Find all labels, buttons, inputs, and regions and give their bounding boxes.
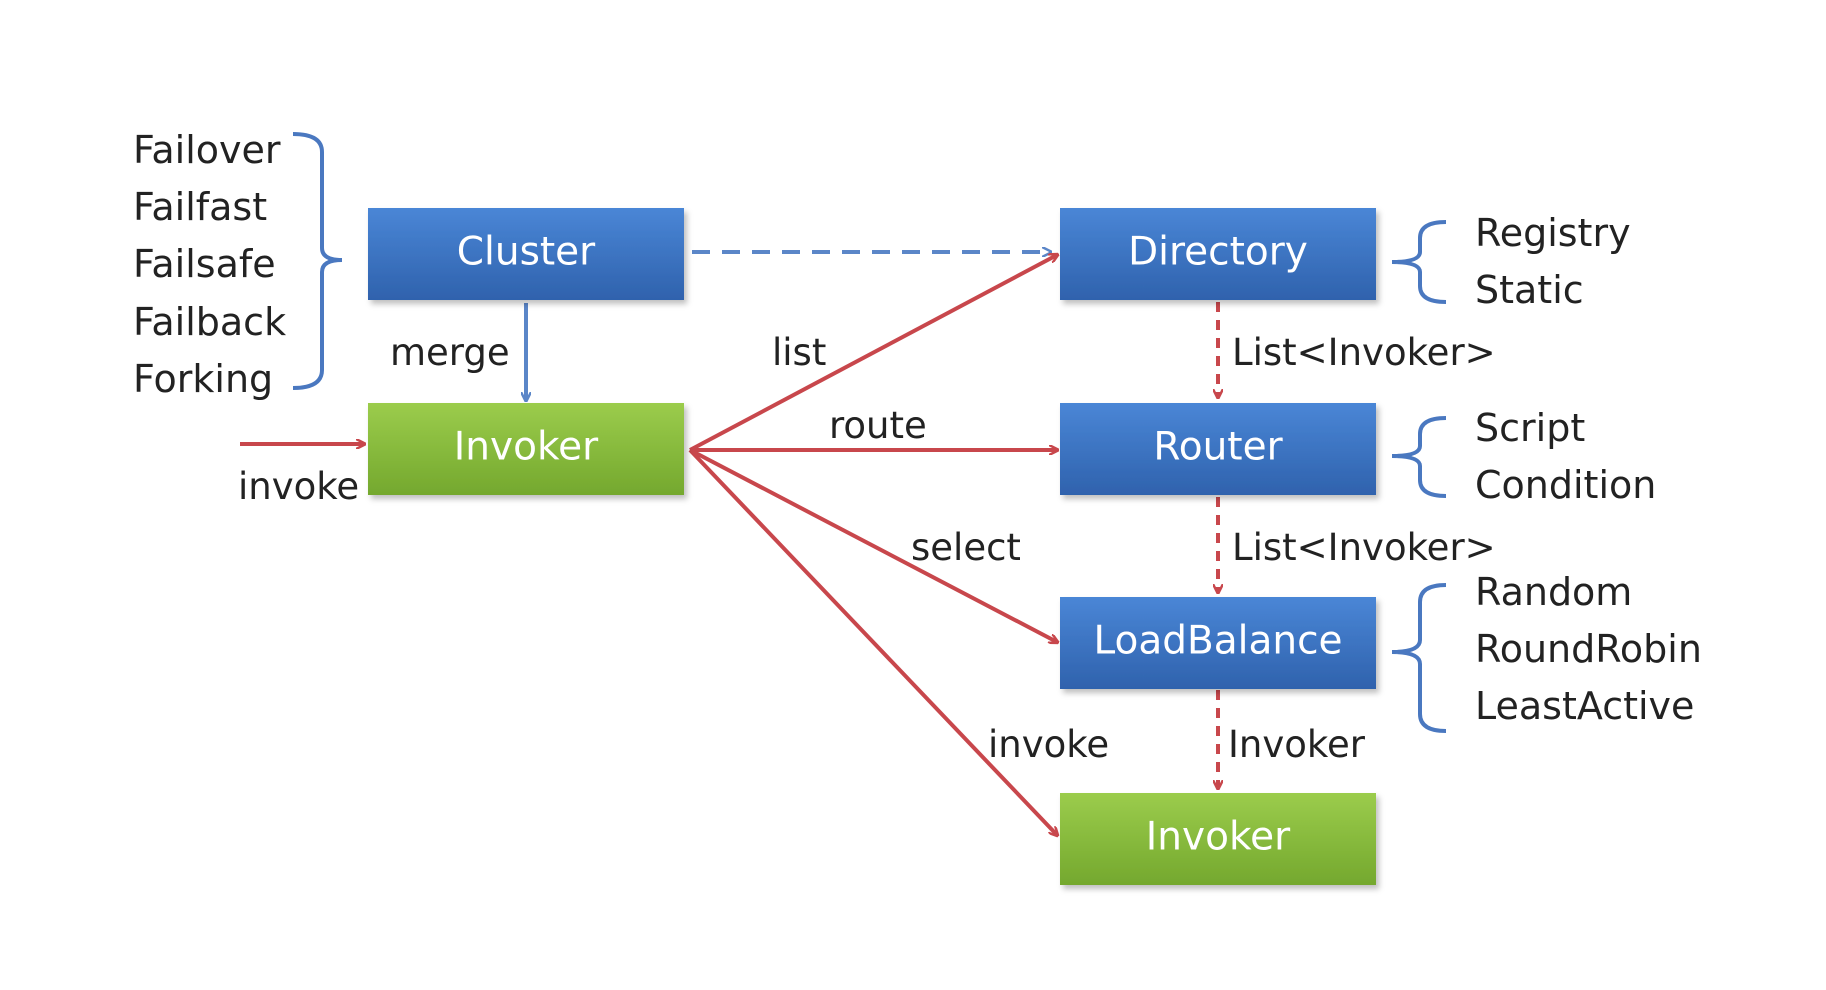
invoke-out-label: invoke bbox=[988, 723, 1109, 766]
invoker-final-label: Invoker bbox=[1146, 815, 1291, 860]
lb-invoker-type-label: Invoker bbox=[1228, 723, 1366, 766]
list-label: list bbox=[772, 331, 826, 374]
cluster-option: Failback bbox=[133, 300, 286, 344]
directory-options-bracket bbox=[1391, 220, 1447, 304]
cluster-node: Cluster bbox=[368, 208, 684, 300]
router-node: Router bbox=[1060, 403, 1376, 495]
cluster-label: Cluster bbox=[457, 230, 596, 275]
router-options-bracket bbox=[1391, 416, 1447, 498]
router-option: Condition bbox=[1475, 463, 1656, 507]
router-options-list: Script Condition bbox=[1475, 406, 1656, 507]
cluster-options-bracket bbox=[292, 132, 343, 390]
directory-label: Directory bbox=[1128, 230, 1308, 275]
select-arrow bbox=[689, 448, 1057, 642]
loadbalance-option: LeastActive bbox=[1475, 684, 1694, 728]
invoker-final-node: Invoker bbox=[1060, 793, 1376, 885]
directory-option: Registry bbox=[1475, 211, 1631, 255]
cluster-options-list: Failover Failfast Failsafe Failback Fork… bbox=[133, 128, 286, 401]
directory-options-list: Registry Static bbox=[1475, 211, 1631, 312]
merge-label: merge bbox=[390, 331, 510, 374]
cluster-option: Failfast bbox=[133, 185, 267, 229]
directory-node: Directory bbox=[1060, 208, 1376, 300]
invoke-out-arrow bbox=[688, 448, 1057, 835]
router-label: Router bbox=[1153, 425, 1283, 470]
loadbalance-options-list: Random RoundRobin LeastActive bbox=[1475, 570, 1702, 728]
loadbalance-node: LoadBalance bbox=[1060, 597, 1376, 689]
invoke-in-label: invoke bbox=[238, 465, 359, 508]
loadbalance-options-bracket bbox=[1391, 583, 1447, 733]
loadbalance-option: Random bbox=[1475, 570, 1632, 614]
invoker-main-node: Invoker bbox=[368, 403, 684, 495]
route-label: route bbox=[829, 404, 927, 447]
select-label: select bbox=[911, 526, 1021, 569]
router-lb-type-label: List<Invoker> bbox=[1232, 526, 1496, 569]
cluster-option: Failsafe bbox=[133, 242, 276, 286]
router-option: Script bbox=[1475, 406, 1585, 450]
cluster-option: Forking bbox=[133, 357, 273, 401]
loadbalance-option: RoundRobin bbox=[1475, 627, 1702, 671]
loadbalance-label: LoadBalance bbox=[1093, 619, 1342, 664]
list-arrow bbox=[689, 255, 1057, 452]
dir-router-type-label: List<Invoker> bbox=[1232, 331, 1496, 374]
invoker-main-label: Invoker bbox=[454, 425, 599, 470]
directory-option: Static bbox=[1475, 268, 1584, 312]
cluster-option: Failover bbox=[133, 128, 281, 172]
